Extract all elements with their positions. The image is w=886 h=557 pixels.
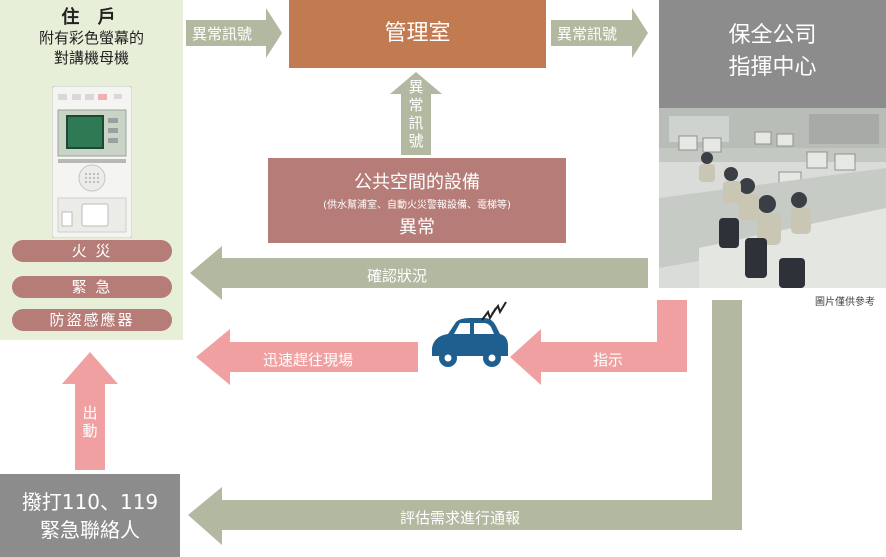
arrow-instruction	[510, 300, 687, 385]
facility-line-1: 公共空間的設備	[354, 172, 480, 193]
arrow-facility-to-management	[390, 72, 442, 155]
security-command-center-box: 保全公司 指揮中心	[659, 0, 886, 108]
resident-subtitle-1: 附有彩色螢幕的	[38, 29, 144, 47]
abnormal-signal-label-1: 異常訊號	[192, 25, 253, 43]
confirm-status-label: 確認狀況	[367, 267, 428, 285]
dispatch-label: 出動	[82, 404, 98, 440]
arrow-dispatch	[62, 352, 118, 470]
police-car-icon	[432, 318, 508, 367]
abnormal-signal-label-2: 異常訊號	[557, 25, 618, 43]
resident-title-block: 住 戶 附有彩色螢幕的 對講機母機	[0, 8, 183, 68]
fire-button[interactable]: 火 災	[12, 240, 172, 262]
management-office-box: 管理室	[289, 0, 546, 68]
rush-to-scene-label: 迅速趕往現場	[263, 351, 354, 369]
siren-signal-icon	[481, 301, 507, 321]
assess-and-report-label: 評估需求進行通報	[400, 509, 521, 527]
burglar-sensor-button[interactable]: 防盜感應器	[12, 309, 172, 331]
resident-title: 住 戶	[61, 7, 122, 28]
arrow-rush-to-scene	[196, 329, 418, 385]
arrow-confirm-status	[190, 246, 648, 300]
arrow-assess-and-report	[188, 300, 742, 545]
control-room-photo	[659, 108, 886, 288]
abnormal-signal-vertical-label: 異常訊號	[408, 78, 424, 150]
contact-line-2: 緊急聯絡人	[40, 518, 140, 542]
facility-line-2: (供水幫浦室、自動火災警報設備、電梯等)	[323, 200, 511, 211]
public-facility-box: 公共空間的設備 (供水幫浦室、自動火災警報設備、電梯等) 異常	[268, 158, 566, 243]
arrow-management-to-security	[551, 8, 648, 58]
emergency-button[interactable]: 緊 急	[12, 276, 172, 298]
arrow-resident-to-management	[186, 8, 282, 58]
intercom-device-icon	[52, 86, 132, 238]
facility-line-3: 異常	[399, 217, 435, 238]
security-line-2: 指揮中心	[728, 55, 817, 80]
instruction-label: 指示	[593, 351, 624, 369]
contact-line-1: 撥打110、119	[21, 490, 159, 514]
resident-subtitle-2: 對講機母機	[53, 49, 129, 67]
photo-reference-note: 圖片僅供參考	[815, 297, 875, 308]
security-line-1: 保全公司	[728, 23, 817, 48]
emergency-contact-box: 撥打110、119 緊急聯絡人	[0, 474, 180, 557]
